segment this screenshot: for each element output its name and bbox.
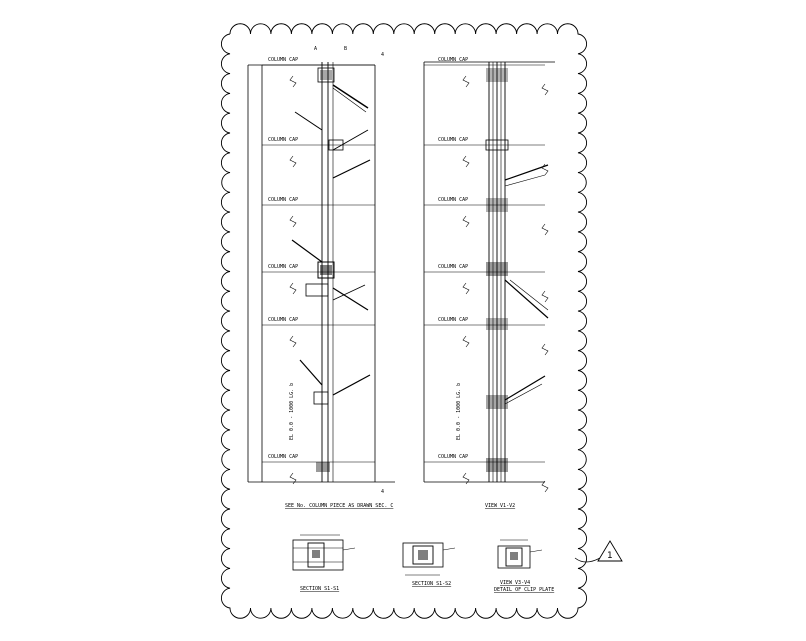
- left-view-caption: SEE No. COLUMN PIECE AS DRAWN SEC. C: [285, 503, 393, 509]
- left-break-mark: [289, 215, 297, 228]
- right-break-mark: [462, 155, 470, 168]
- right-elevation-view: COLUMN CAP COLUMN CAP COLUMN CAP COLUMN CAP…: [423, 57, 555, 509]
- right-view-caption: VIEW V1-V2: [485, 503, 515, 509]
- left-level-label: COLUMN CAP: [268, 197, 298, 203]
- left-break-mark: [289, 155, 297, 168]
- svg-text:4: 4: [381, 52, 384, 58]
- right-edge-break-mark: [541, 223, 549, 236]
- right-break-mark: [462, 75, 470, 88]
- right-level-label: COLUMN CAP: [438, 57, 468, 63]
- detail-section-a: SECTION S1-S1: [292, 534, 356, 592]
- revision-number: 1: [607, 551, 613, 561]
- right-break-mark: [462, 335, 470, 348]
- left-level-label: COLUMN CAP: [268, 317, 298, 323]
- detail-section-c: VIEW V3-V4 DETAIL OF CLIP PLATE: [494, 539, 554, 593]
- section-c-caption-1: VIEW V3-V4: [500, 580, 530, 586]
- right-level-label: COLUMN CAP: [438, 264, 468, 270]
- left-height-note: EL 0.0 - 1000 LG. b: [289, 383, 295, 440]
- right-edge-break-mark: [541, 480, 549, 493]
- right-break-mark: [462, 472, 470, 485]
- right-level-label: COLUMN CAP: [438, 454, 468, 460]
- svg-text:4: 4: [381, 489, 384, 495]
- revision-triangle: 1: [597, 540, 623, 562]
- section-c-caption-2: DETAIL OF CLIP PLATE: [494, 587, 554, 593]
- revision-cloud-border: [221, 23, 587, 619]
- right-level-label: COLUMN CAP: [438, 197, 468, 203]
- svg-text:A: A: [314, 46, 317, 52]
- left-break-mark: [289, 472, 297, 485]
- right-level-label: COLUMN CAP: [438, 317, 468, 323]
- revision-leader-line: [574, 557, 601, 563]
- section-b-caption: SECTION S1-S2: [412, 581, 451, 587]
- right-edge-break-mark: [541, 290, 549, 303]
- detail-section-b: SECTION S1-S2: [402, 542, 456, 587]
- left-break-mark: [289, 282, 297, 295]
- right-edge-break-mark: [541, 343, 549, 356]
- section-a-caption: SECTION S1-S1: [300, 586, 339, 592]
- svg-text:B: B: [344, 46, 347, 52]
- right-break-mark: [462, 282, 470, 295]
- right-edge-break-mark: [541, 83, 549, 96]
- left-elevation-view: COLUMN CAP COLUMN CAP COLUMN CAP COLUMN CAP…: [247, 46, 395, 509]
- right-level-label: COLUMN CAP: [438, 137, 468, 143]
- left-break-mark: [289, 75, 297, 88]
- right-height-note: EL 0.0 - 1000 LG. b: [456, 383, 462, 440]
- left-level-label: COLUMN CAP: [268, 57, 298, 63]
- left-level-label: COLUMN CAP: [268, 264, 298, 270]
- left-level-label: COLUMN CAP: [268, 137, 298, 143]
- left-break-mark: [289, 335, 297, 348]
- left-level-label: COLUMN CAP: [268, 454, 298, 460]
- right-break-mark: [462, 215, 470, 228]
